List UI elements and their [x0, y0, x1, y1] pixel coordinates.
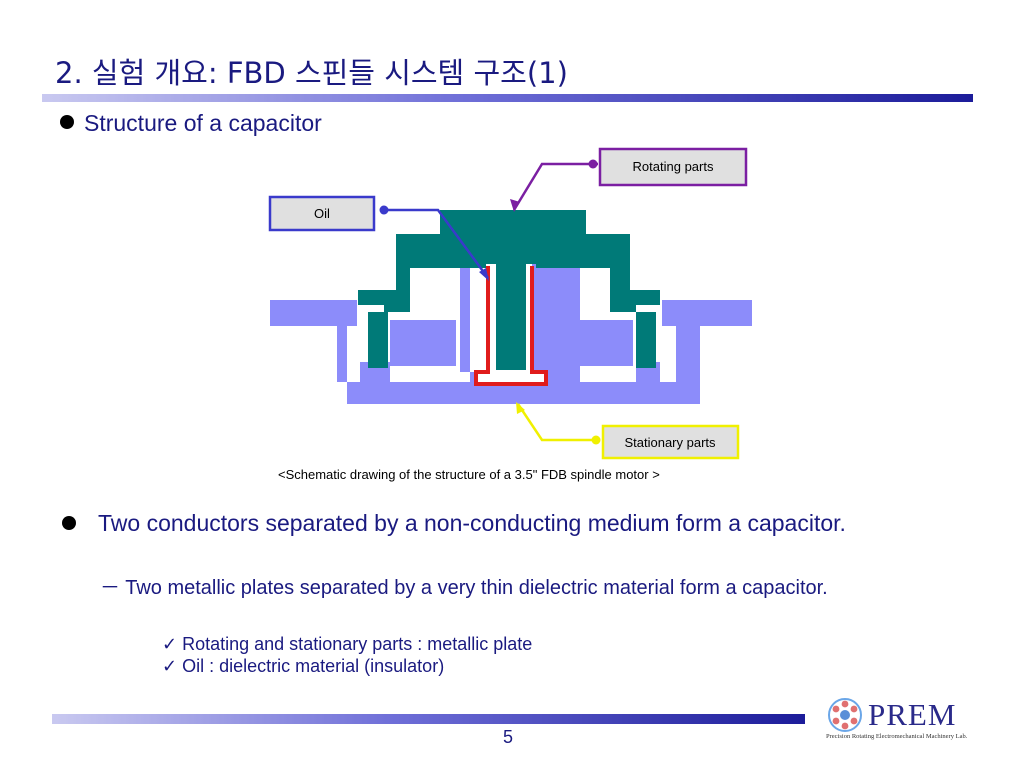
sub-bullet-dash: －	[100, 577, 120, 599]
logo-name: PREM	[868, 697, 957, 732]
check-item-text: Rotating and stationary parts : metallic…	[182, 634, 533, 654]
sub-bullet-plates: － Two metallic plates separated by a ver…	[100, 578, 900, 598]
check-item-metallic-plate: ✓ Rotating and stationary parts : metall…	[162, 634, 532, 655]
prem-logo-icon	[828, 698, 862, 732]
oil-leader-dot	[379, 205, 389, 215]
rotating-leader-line	[512, 162, 598, 211]
rotating-leader-dot	[588, 159, 598, 169]
oil-label: Oil	[314, 206, 330, 221]
page-number: 5	[503, 727, 514, 747]
sub-bullet-plates-text: Two metallic plates separated by a very …	[125, 577, 828, 599]
oil-label-box	[268, 195, 376, 232]
bullet-structure: Structure of a capacitor	[60, 110, 322, 137]
bullet-capacitor-text: Two conductors separated by a non-conduc…	[98, 510, 846, 536]
bullet-dot	[60, 115, 74, 129]
stationary-leader-dot	[591, 435, 601, 445]
stationary-parts-label: Stationary parts	[624, 435, 716, 450]
rotating-parts	[358, 210, 660, 370]
stationary-leader-arrowhead	[516, 402, 525, 414]
stationary-leader-line	[516, 403, 598, 442]
rotating-leader-arrowhead	[510, 199, 520, 212]
bullet-structure-text: Structure of a capacitor	[84, 110, 322, 136]
diagram-caption: <Schematic drawing of the structure of a…	[278, 467, 660, 482]
check-item-text: Oil : dielectric material (insulator)	[182, 656, 445, 676]
logo-subtitle: Precision Rotating Electromechanical Mac…	[826, 733, 968, 740]
bullet-dot	[62, 516, 76, 530]
check-icon: ✓	[162, 634, 178, 654]
oil-film	[474, 266, 548, 386]
stationary-parts	[270, 262, 752, 404]
footer-divider	[52, 714, 805, 724]
oil-leader-arrowhead	[479, 268, 489, 281]
check-item-dielectric: ✓ Oil : dielectric material (insulator)	[162, 656, 444, 677]
check-icon: ✓	[162, 656, 178, 676]
stationary-parts-label-box	[601, 424, 740, 460]
title-divider	[42, 94, 973, 102]
rotating-parts-label-box	[598, 147, 748, 187]
slide-title: 2. 실험 개요: FBD 스핀들 시스템 구조(1)	[55, 56, 568, 90]
oil-leader-line	[384, 208, 490, 279]
rotating-parts-label: Rotating parts	[633, 159, 714, 174]
